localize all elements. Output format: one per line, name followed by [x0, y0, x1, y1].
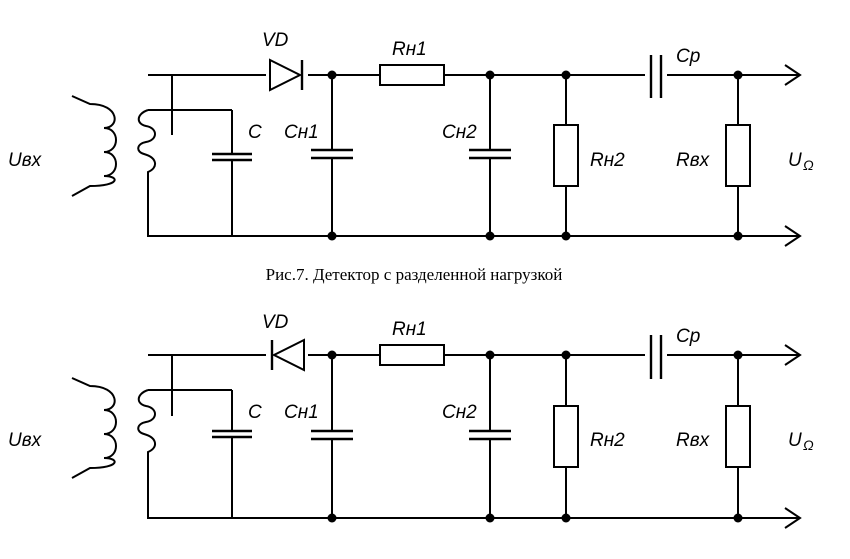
circuit-1-output-arrow-bottom — [784, 225, 802, 247]
circuit-2-label-cn2: Cн2 — [442, 402, 477, 423]
circuit-1-label-input: Uвх — [8, 150, 43, 171]
circuit-2-input-coil — [71, 377, 117, 479]
circuit-1-wires — [147, 74, 800, 237]
circuit-1-capacitor-cp — [649, 55, 663, 98]
circuit-1-output-arrow-top — [784, 64, 802, 86]
circuit-2-label-rn2: Rн2 — [590, 430, 625, 451]
circuit-2-tap-coil — [137, 389, 156, 460]
circuit-1-tap-coil — [137, 109, 156, 180]
circuit-1-capacitor-cn2 — [469, 148, 511, 160]
circuit-1-label-rvx: Rвх — [676, 150, 711, 171]
circuit-2-label-rvx: Rвх — [676, 430, 711, 451]
circuit-2-resistor-rn1 — [379, 344, 445, 366]
circuit-2-wires — [147, 354, 800, 519]
circuit-2-label-output-sub: Ω — [803, 437, 814, 453]
circuit-1-input-transformer — [71, 95, 156, 197]
circuit-2-capacitor-c — [212, 429, 252, 439]
circuit-1-resistor-rvx — [725, 124, 751, 187]
circuit-1-label-cn2: Cн2 — [442, 122, 477, 143]
circuit-1-label-output: U — [788, 150, 802, 171]
circuit-1-label-c: C — [248, 122, 262, 143]
circuit-1-resistor-rn2 — [553, 124, 579, 187]
circuit-2: Uвх VD C Cн1 Rн1 Cн2 Rн2 Cp Rвх U Ω — [8, 312, 814, 529]
circuit-2-resistor-rvx — [725, 405, 751, 468]
circuit-2-capacitor-cn2 — [469, 429, 511, 441]
circuit-2-resistor-rn2 — [553, 405, 579, 468]
circuit-1: Uвх VD C Cн1 Rн1 Cн2 Rн2 Cp Rвх U Ω — [8, 30, 814, 247]
circuit-1-label-output-sub: Ω — [803, 157, 814, 173]
circuit-2-label-output: U — [788, 430, 802, 451]
circuit-1-resistor-rn1 — [379, 64, 445, 86]
circuit-1-capacitor-c — [212, 152, 252, 162]
circuit-2-capacitor-cn1 — [311, 429, 353, 441]
circuit-2-label-cn1: Cн1 — [284, 402, 319, 423]
circuit-1-input-coil — [71, 95, 117, 197]
circuit-2-input-transformer — [71, 377, 156, 479]
circuit-2-output-arrow-bottom — [784, 507, 802, 529]
circuit-1-junctions — [327, 70, 743, 241]
circuit-1-label-rn1: Rн1 — [392, 39, 427, 60]
figure-caption: Рис.7. Детектор с разделенной нагрузкой — [266, 265, 563, 284]
circuit-1-label-cn1: Cн1 — [284, 122, 319, 143]
circuit-1-capacitor-cn1 — [311, 148, 353, 160]
circuit-2-diode-vd — [270, 338, 305, 372]
circuit-2-capacitor-cp — [649, 335, 663, 379]
circuit-2-label-input: Uвх — [8, 430, 43, 451]
circuit-2-output-arrow-top — [784, 344, 802, 366]
circuit-2-junctions — [327, 350, 743, 523]
circuit-2-label-cp: Cp — [676, 326, 700, 347]
circuit-1-label-cp: Cp — [676, 46, 700, 67]
circuit-1-label-diode: VD — [262, 30, 289, 51]
circuit-1-label-rn2: Rн2 — [590, 150, 625, 171]
circuit-1-diode-vd — [269, 58, 304, 92]
circuit-2-label-diode: VD — [262, 312, 289, 333]
circuit-2-label-c: C — [248, 402, 262, 423]
circuit-2-label-rn1: Rн1 — [392, 319, 427, 340]
